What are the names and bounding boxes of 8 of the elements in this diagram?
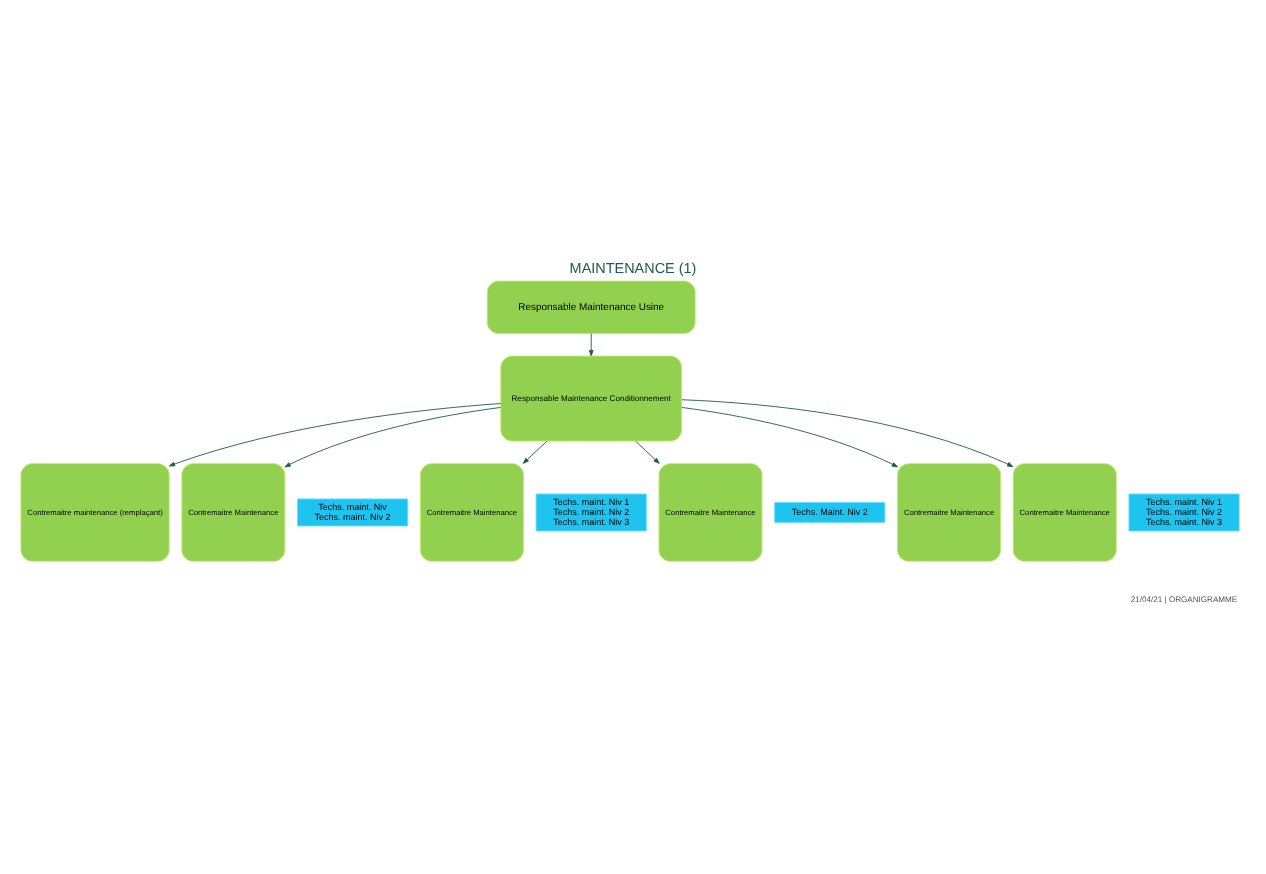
arrow [681, 399, 1014, 468]
arrow [588, 333, 594, 357]
arrow [284, 407, 501, 468]
diagram-title: MAINTENANCE (1) [569, 258, 697, 277]
arrow [681, 407, 898, 468]
arrow [522, 440, 548, 464]
arrow [168, 403, 502, 467]
arrow [635, 440, 660, 464]
